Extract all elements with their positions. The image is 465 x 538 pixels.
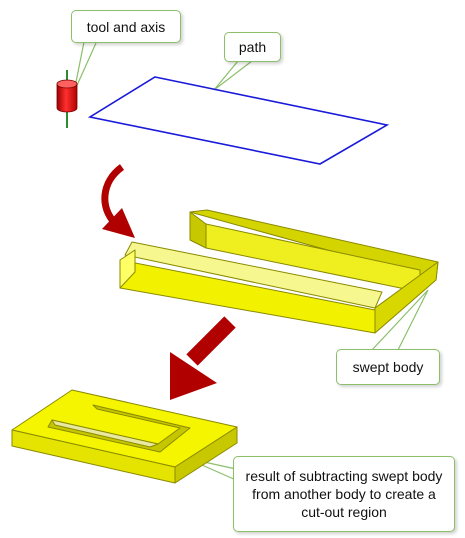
callout-tool-and-axis: tool and axis (71, 10, 181, 43)
result-plate (11, 389, 238, 484)
callout-result: result of subtracting swept body from an… (233, 456, 455, 532)
cut-out-region (47, 404, 191, 453)
straight-red-arrow-icon (170, 316, 236, 400)
curved-red-arrow-icon (101, 164, 135, 238)
sweep-path (87, 76, 390, 165)
callout-swept-body-label: swept body (352, 359, 424, 375)
callout-result-label: result of subtracting swept body from an… (245, 468, 443, 520)
callout-swept-body: swept body (336, 349, 440, 385)
callout-path: path (224, 32, 281, 62)
callout-tool-and-axis-label: tool and axis (86, 18, 166, 35)
callout-path-label: path (238, 39, 267, 55)
tool-cylinder-icon (56, 70, 78, 128)
swept-body (119, 209, 439, 334)
